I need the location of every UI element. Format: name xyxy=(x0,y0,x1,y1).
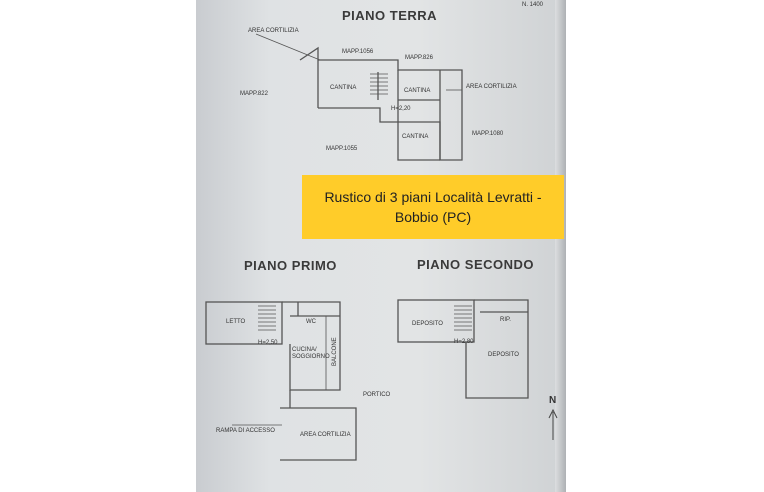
second-floor-walls xyxy=(397,299,529,399)
height-label: H=2,50 xyxy=(258,340,278,346)
sheet-number: N. 1400 xyxy=(522,2,544,8)
ground-floor-title: PIANO TERRA xyxy=(342,8,438,23)
room-label: CUCINA/ SOGGIORNO xyxy=(292,347,330,360)
room-label: WC xyxy=(306,319,316,325)
parcel-label: MAPP.1056 xyxy=(342,49,374,55)
height-label: H=2,20 xyxy=(391,106,411,112)
listing-banner: Rustico di 3 piani Località Levratti - B… xyxy=(302,175,564,239)
north-label: N xyxy=(549,395,557,406)
parcel-label: MAPP.1055 xyxy=(326,146,358,152)
room-label: CANTINA xyxy=(330,85,357,91)
first-floor-stairs xyxy=(258,305,276,331)
ground-floor-stairs xyxy=(370,73,388,95)
room-label: RIP. xyxy=(500,317,511,323)
room-label: DEPOSITO xyxy=(412,321,443,327)
room-label: CANTINA xyxy=(404,88,431,94)
second-floor-stairs xyxy=(454,305,472,331)
paper-edge xyxy=(555,0,566,492)
north-arrow-icon xyxy=(548,408,558,440)
first-floor-title: PIANO PRIMO xyxy=(244,258,337,273)
height-label: H=2,80 xyxy=(454,339,474,345)
courtyard-label: AREA CORTILIZIA xyxy=(466,84,517,90)
courtyard-label: AREA CORTILIZIA xyxy=(248,28,299,34)
listing-title: Rustico di 3 piani Località Levratti - B… xyxy=(324,189,542,225)
first-floor-walls xyxy=(205,301,357,461)
parcel-label: MAPP.822 xyxy=(240,91,268,97)
balcony-label: BALCONE xyxy=(332,337,338,366)
room-label: LETTO xyxy=(226,319,246,325)
second-floor-title: PIANO SECONDO xyxy=(417,257,535,272)
ground-floor-walls xyxy=(299,46,463,161)
courtyard-label: AREA CORTILIZIA xyxy=(300,432,351,438)
ramp-label: RAMPA DI ACCESSO xyxy=(216,428,275,434)
parcel-label: MAPP.826 xyxy=(405,55,433,61)
room-label: CANTINA xyxy=(402,134,429,140)
porch-label: PORTICO xyxy=(363,392,391,398)
room-label: DEPOSITO xyxy=(488,352,519,358)
parcel-label: MAPP.1080 xyxy=(472,131,504,137)
